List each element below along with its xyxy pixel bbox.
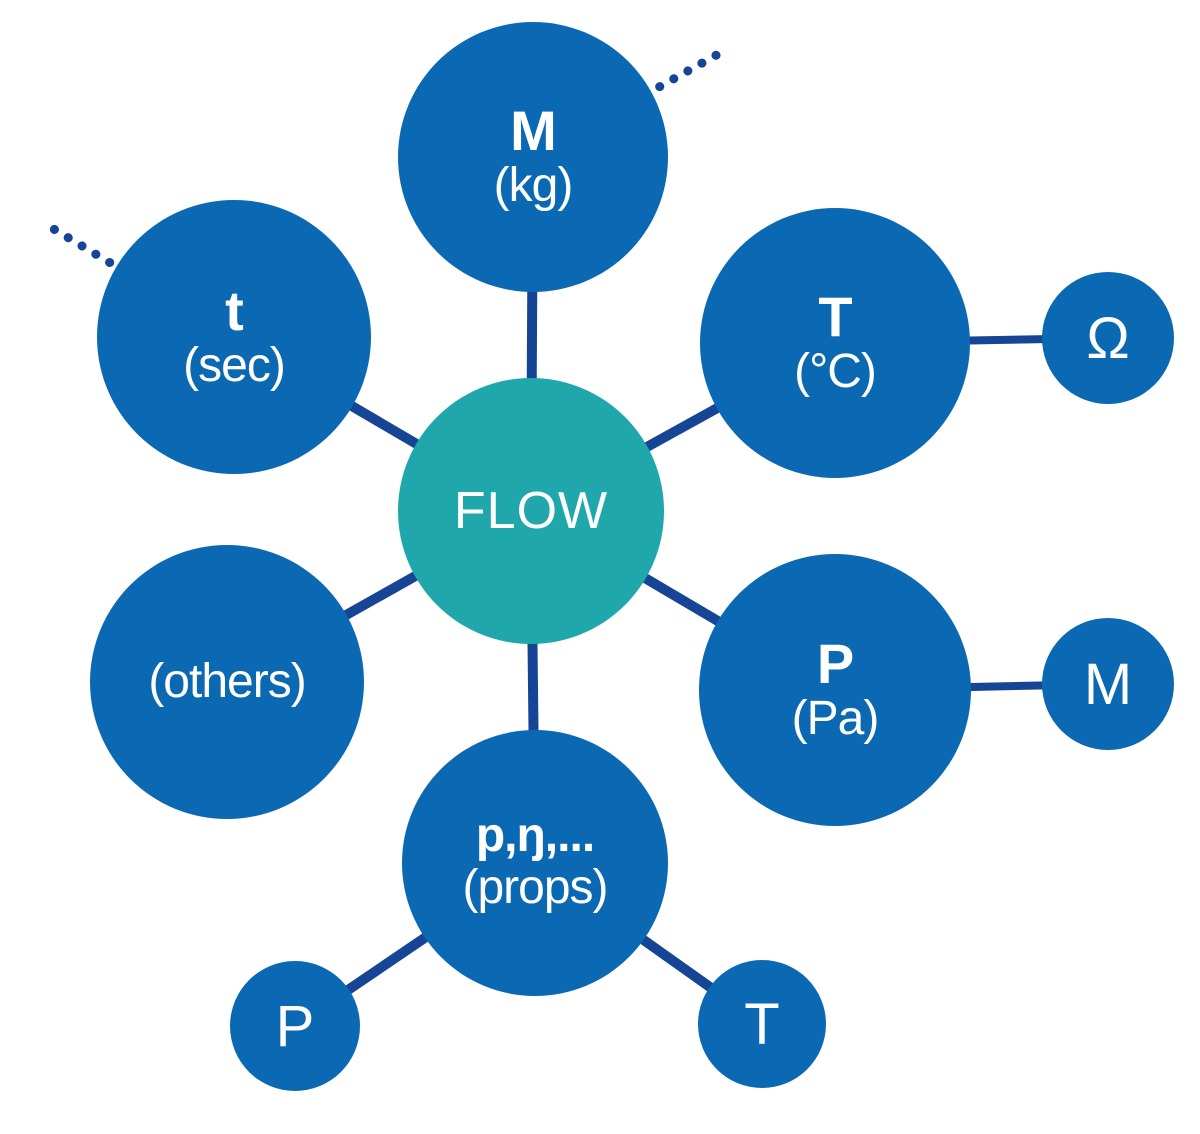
node-time-unit: (sec) bbox=[183, 338, 286, 392]
satellite-omega: Ω bbox=[1042, 272, 1174, 404]
satellite-pressure-label: P bbox=[275, 993, 315, 1059]
node-properties-unit: (props) bbox=[462, 860, 608, 914]
node-flow: FLOW bbox=[398, 378, 664, 644]
node-temperature-unit: (°C) bbox=[794, 344, 877, 398]
node-others: (others) bbox=[90, 545, 364, 819]
satellite-mass: M bbox=[1042, 618, 1174, 750]
node-others-label: (others) bbox=[148, 655, 306, 709]
node-pressure-unit: (Pa) bbox=[791, 691, 880, 745]
node-mass-symbol: M bbox=[510, 98, 557, 162]
node-properties-symbol: p,ŋ,... bbox=[475, 808, 595, 862]
node-pressure: P (Pa) bbox=[699, 554, 971, 826]
node-pressure-symbol: P bbox=[816, 631, 854, 695]
node-temperature-symbol: T bbox=[818, 284, 852, 348]
node-time: t (sec) bbox=[97, 200, 371, 474]
satellite-mass-label: M bbox=[1083, 651, 1133, 717]
satellite-omega-label: Ω bbox=[1086, 305, 1130, 371]
satellite-temperature: T bbox=[698, 960, 826, 1088]
satellite-pressure: P bbox=[230, 961, 360, 1091]
satellite-temperature-label: T bbox=[744, 991, 780, 1057]
node-mass-unit: (kg) bbox=[493, 158, 574, 212]
node-mass: M (kg) bbox=[398, 22, 668, 292]
node-properties: p,ŋ,... (props) bbox=[402, 730, 668, 996]
node-flow-label: FLOW bbox=[453, 482, 609, 540]
node-temperature: T (°C) bbox=[700, 208, 970, 478]
node-time-symbol: t bbox=[225, 278, 244, 342]
